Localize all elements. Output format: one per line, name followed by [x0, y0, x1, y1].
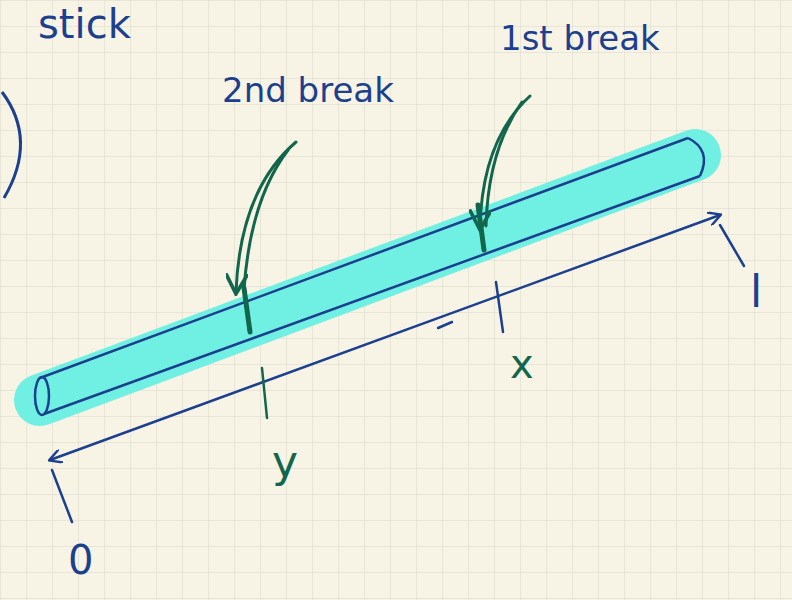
- break-label: 1st break: [500, 20, 660, 57]
- stick-highlight: [40, 155, 695, 400]
- break-marks: [244, 205, 484, 332]
- origin-label: 0: [68, 538, 93, 582]
- partial-bracket: [2, 92, 21, 198]
- variable-label: x: [510, 342, 534, 386]
- variable-label: y: [272, 438, 298, 486]
- dimension-line: [50, 215, 720, 460]
- length-label: l: [750, 268, 762, 316]
- dimension-ticks: [52, 225, 744, 522]
- break-label: 2nd break: [222, 72, 394, 109]
- break-arrows: [236, 96, 530, 292]
- stick-outline: [35, 138, 704, 415]
- heading-text: stick: [38, 2, 131, 46]
